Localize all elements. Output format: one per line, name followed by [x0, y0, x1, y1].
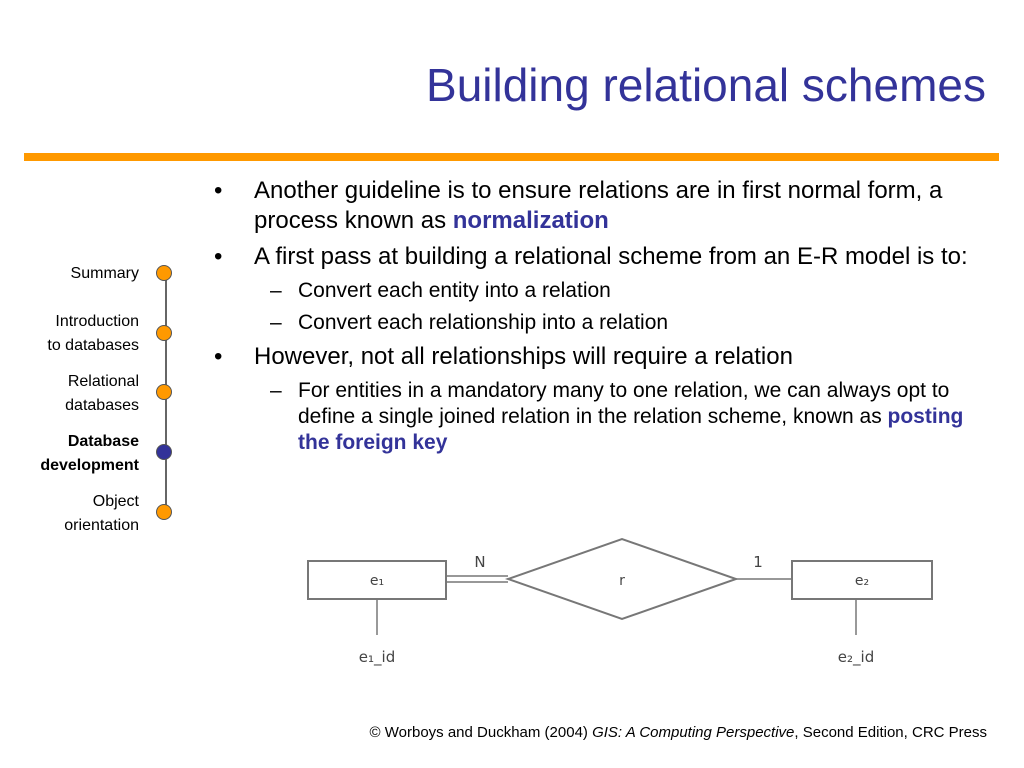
nav-item-label: orientation [64, 517, 139, 534]
nav-item-label: Object [92, 493, 139, 510]
cardinality-1-label: 1 [753, 553, 763, 571]
bullet-mark: • [214, 343, 223, 370]
attr-e2-id-label: e₂_id [838, 648, 874, 667]
sub-bullet-entity: – Convert each entity into a relation [212, 278, 992, 304]
bullet-text: However, not all relationships will requ… [254, 343, 793, 370]
bullet-first-pass: • A first pass at building a relational … [212, 242, 992, 272]
nav-item-label: databases [65, 397, 139, 414]
sub-bullet-mark: – [270, 379, 282, 402]
sub-bullet-text: Convert each entity into a relation [298, 279, 611, 302]
citation-footer: © Worboys and Duckham (2004) GIS: A Comp… [370, 724, 987, 741]
term-posting-foreign-key: posting the foreign key [298, 405, 964, 454]
sub-bullet-mark: – [270, 311, 282, 334]
nav-dot-introduction[interactable] [156, 325, 172, 341]
nav-item-label: Summary [70, 265, 139, 282]
nav-item-introduction[interactable]: Introduction to databases [0, 310, 139, 358]
bullet-normalization: • Another guideline is to ensure relatio… [212, 176, 992, 236]
sub-bullet-relationship: – Convert each relationship into a relat… [212, 310, 992, 336]
slide-content: • Another guideline is to ensure relatio… [212, 176, 992, 462]
nav-item-label: Relational [67, 373, 139, 390]
er-diagram: e₁ r N 1 e₂ e₁_id e₂_id [307, 537, 933, 667]
citation-prefix: © Worboys and Duckham (2004) [369, 724, 593, 741]
nav-dot-object-orientation[interactable] [156, 504, 172, 520]
entity-e2-box [791, 560, 933, 600]
nav-item-relational-databases[interactable]: Relational databases [0, 370, 139, 418]
nav-item-summary[interactable]: Summary [0, 262, 139, 286]
sub-bullet-foreign-key: – For entities in a mandatory many to on… [212, 378, 992, 456]
attr-e1-id-label: e₁_id [359, 648, 395, 667]
citation-suffix: , Second Edition, CRC Press [794, 724, 987, 741]
bullet-mark: • [214, 177, 223, 204]
entity-e2-label: e₂ [855, 573, 869, 589]
citation-book-title: GIS: A Computing Perspective [592, 724, 795, 741]
nav-item-database-development[interactable]: Database development [0, 430, 139, 478]
nav-item-label: to databases [47, 337, 139, 354]
nav-item-label: development [40, 457, 139, 474]
nav-item-label: Introduction [55, 313, 139, 330]
entity-e1-label: e₁ [370, 573, 384, 589]
nav-item-object-orientation[interactable]: Object orientation [0, 490, 139, 538]
term-normalization: normalization [452, 207, 609, 234]
nav-dot-summary[interactable] [156, 265, 172, 281]
cardinality-n-label: N [474, 553, 485, 571]
sub-bullet-text: For entities in a mandatory many to one … [298, 379, 950, 428]
bullet-not-all: • However, not all relationships will re… [212, 342, 992, 372]
bullet-text: Another guideline is to ensure relations… [254, 177, 943, 234]
bullet-text: A first pass at building a relational sc… [254, 243, 968, 270]
nav-dot-database-development[interactable] [156, 444, 172, 460]
sub-bullet-text: Convert each relationship into a relatio… [298, 311, 669, 334]
title-rule [24, 153, 999, 161]
nav-dot-relational-databases[interactable] [156, 384, 172, 400]
bullet-mark: • [214, 243, 223, 270]
nav-item-label: Database [67, 433, 139, 450]
sub-bullet-mark: – [270, 279, 282, 302]
relationship-r-label: r [619, 573, 625, 589]
slide-title: Building relational schemes [426, 59, 986, 111]
